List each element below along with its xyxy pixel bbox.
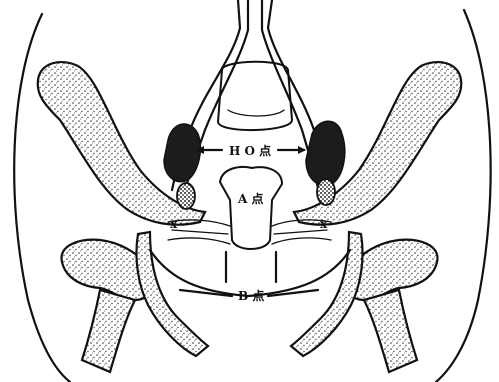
vaginal-wall	[226, 252, 276, 282]
right-x-mark: x	[320, 217, 328, 231]
left-x-mark: x	[170, 217, 178, 231]
ho-right-arrowhead	[298, 146, 306, 154]
right-tumor-mass	[306, 121, 345, 185]
a-point-label: A 点	[237, 191, 264, 206]
left-lymph-node	[177, 183, 195, 209]
left-tumor-mass	[164, 124, 200, 182]
left-ischium	[136, 232, 208, 356]
right-ischium	[291, 232, 363, 356]
cervix	[220, 167, 282, 249]
right-lymph-node	[317, 179, 335, 205]
b-point-label: B 点	[238, 288, 264, 303]
bladder-outline	[218, 62, 292, 130]
ho-point-label: H O 点	[229, 143, 271, 158]
left-femur-neck	[82, 290, 135, 372]
right-femur-neck	[364, 290, 417, 372]
